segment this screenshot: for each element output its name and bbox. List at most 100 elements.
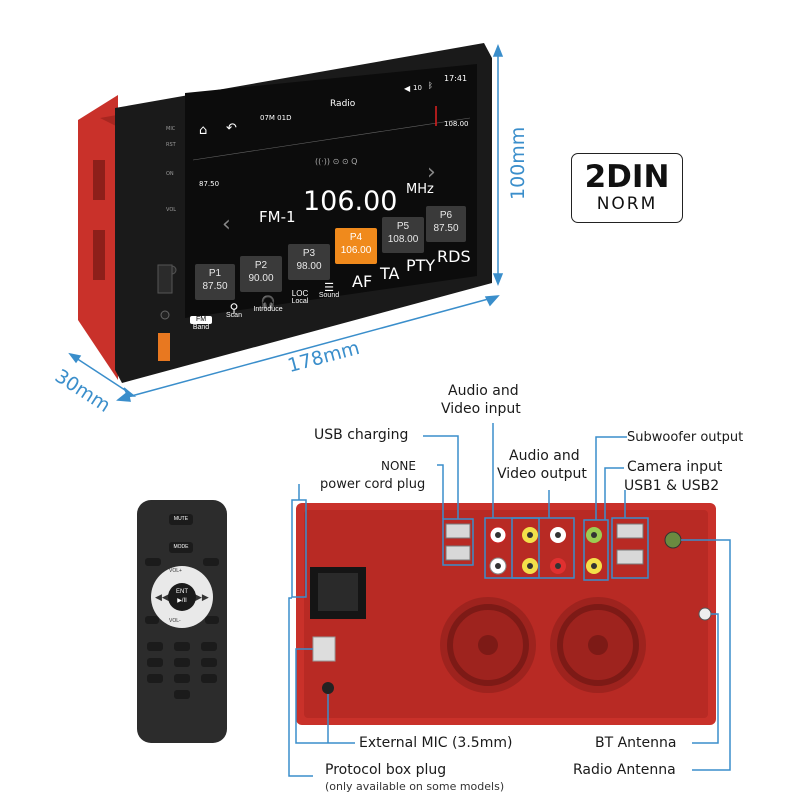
preset-label: P5 bbox=[396, 221, 410, 232]
remote-call-key[interactable] bbox=[205, 616, 219, 624]
freq-unit: MHz bbox=[406, 182, 434, 197]
status-volume: 10 bbox=[413, 84, 422, 92]
toggle-pty[interactable]: PTY bbox=[406, 256, 436, 275]
back-icon[interactable]: ↶ bbox=[226, 121, 237, 136]
headphones-icon: 🎧 bbox=[260, 295, 276, 309]
prev-arrow-icon[interactable]: ‹ bbox=[222, 212, 231, 237]
preset-label: P3 bbox=[302, 248, 316, 259]
play-pause-label: ▶/II bbox=[177, 598, 187, 604]
usb-charging-port bbox=[445, 523, 471, 539]
usb-port-orange bbox=[158, 333, 170, 361]
preset-label: P4 bbox=[349, 232, 363, 243]
toggle-af[interactable]: AF bbox=[352, 272, 373, 291]
label-usb-charging: USB charging bbox=[314, 427, 409, 443]
scale-right: 108.00 bbox=[444, 120, 469, 128]
label-camera-input: Camera input bbox=[627, 459, 723, 475]
scale-left: 87.50 bbox=[199, 180, 220, 188]
rds-icons: ((·)) ⊙ ⊙ Q bbox=[315, 157, 358, 166]
bluetooth-icon: ᛒ bbox=[428, 81, 433, 90]
usb-port-front bbox=[157, 264, 173, 294]
preset-label: P1 bbox=[208, 268, 222, 279]
band-button[interactable]: FM Band bbox=[190, 316, 212, 332]
radio-antenna-jack bbox=[664, 531, 682, 549]
date-text: 07M 01D bbox=[260, 114, 292, 122]
side-label-on: ON bbox=[166, 171, 174, 177]
prev-icon[interactable]: ◀◀ bbox=[155, 592, 169, 602]
screen-panel bbox=[185, 64, 477, 318]
label-subwoofer-output: Subwoofer output bbox=[627, 430, 744, 445]
label-usb1-usb2: USB1 & USB2 bbox=[624, 478, 720, 494]
equalizer-icon: ☰ bbox=[324, 282, 334, 294]
label-bt-antenna: BT Antenna bbox=[595, 735, 677, 751]
preset-p1[interactable]: P1 87.50 bbox=[195, 264, 235, 300]
remote-back-key[interactable] bbox=[145, 616, 159, 624]
preset-value: 108.00 bbox=[387, 234, 419, 245]
label-audio-video-input-1: Audio and bbox=[448, 383, 519, 399]
preset-label: P2 bbox=[254, 260, 268, 271]
loc-icon: LOC bbox=[291, 289, 309, 298]
label-external-mic: External MIC (3.5mm) bbox=[359, 735, 513, 751]
rca-jacks bbox=[489, 526, 602, 575]
home-icon[interactable]: ⌂ bbox=[199, 123, 208, 138]
label-power-cord-plug: power cord plug bbox=[320, 477, 426, 492]
side-label-mic: MIC bbox=[166, 126, 176, 132]
mic-jack bbox=[322, 682, 334, 694]
toolbar-label: Sound bbox=[318, 292, 340, 299]
preset-p2[interactable]: P2 90.00 bbox=[240, 256, 282, 292]
sound-button[interactable]: ☰ Sound bbox=[317, 282, 341, 300]
toolbar-label: Introduce bbox=[253, 306, 283, 313]
preset-value: 98.00 bbox=[296, 261, 322, 272]
label-radio-antenna: Radio Antenna bbox=[573, 762, 676, 778]
label-audio-video-output-2: Video output bbox=[497, 466, 587, 482]
next-icon[interactable]: ▶▶ bbox=[195, 592, 209, 602]
dimension-lines bbox=[68, 43, 504, 402]
protocol-plug bbox=[312, 636, 336, 662]
toggle-rds[interactable]: RDS bbox=[437, 247, 471, 266]
next-arrow-icon[interactable]: › bbox=[427, 160, 436, 185]
din-badge: 2DIN NORM bbox=[571, 153, 683, 223]
usb1-port bbox=[616, 523, 644, 539]
scan-button[interactable]: ⚲ Scan bbox=[222, 301, 246, 320]
bt-antenna-jack bbox=[698, 607, 712, 621]
status-time: 17:41 bbox=[444, 74, 468, 83]
fan-right bbox=[550, 597, 646, 693]
label-none: NONE bbox=[381, 459, 416, 473]
mode-button[interactable]: MODE bbox=[169, 542, 193, 553]
preset-p4[interactable]: P4 106.00 bbox=[335, 228, 377, 264]
local-button[interactable]: LOC Local bbox=[288, 290, 312, 306]
remote-control: MUTE MODE VOL+ VOL- ◀◀ ▶▶ ENT ▶/II bbox=[137, 500, 227, 743]
mute-button[interactable]: MUTE bbox=[169, 514, 193, 525]
label-protocol-box-plug: Protocol box plug bbox=[325, 762, 447, 778]
leader-lines bbox=[288, 423, 731, 777]
toolbar-label: Local bbox=[291, 298, 309, 305]
toolbar-label: Band bbox=[192, 324, 210, 331]
dpad-ring[interactable]: VOL+ VOL- ◀◀ ▶▶ ENT ▶/II bbox=[151, 566, 213, 628]
side-label-vol: VOL bbox=[166, 207, 177, 213]
preset-value: 106.00 bbox=[340, 245, 372, 256]
remote-left-key[interactable] bbox=[145, 558, 161, 566]
mode-label: MODE bbox=[173, 544, 189, 550]
label-audio-video-input-2: Video input bbox=[441, 401, 521, 417]
volume-icon: ◀ bbox=[404, 84, 411, 93]
preset-p6[interactable]: P6 87.50 bbox=[426, 206, 466, 242]
preset-value: 90.00 bbox=[248, 273, 274, 284]
toolbar-label: Scan bbox=[226, 312, 242, 319]
remote-right-key[interactable] bbox=[203, 558, 219, 566]
preset-value: 87.50 bbox=[202, 281, 228, 292]
preset-p3[interactable]: P3 98.00 bbox=[288, 244, 330, 280]
search-icon: ⚲ bbox=[229, 301, 239, 315]
label-protocol-box-note: (only available on some models) bbox=[325, 780, 505, 793]
vol-down-label: VOL- bbox=[169, 618, 181, 624]
label-audio-video-output-1: Audio and bbox=[509, 448, 580, 464]
fm-am-icon: FM bbox=[190, 316, 212, 324]
ent-button[interactable]: ENT ▶/II bbox=[168, 583, 196, 611]
mute-label: MUTE bbox=[173, 516, 189, 522]
band-label: FM-1 bbox=[259, 208, 296, 226]
frequency: 106.00 bbox=[303, 186, 398, 217]
introduce-button[interactable]: 🎧 Introduce bbox=[250, 295, 286, 314]
preset-p5[interactable]: P5 108.00 bbox=[382, 217, 424, 253]
toggle-ta[interactable]: TA bbox=[380, 264, 400, 283]
badge-main: 2DIN bbox=[584, 159, 670, 195]
fan-left bbox=[440, 597, 536, 693]
